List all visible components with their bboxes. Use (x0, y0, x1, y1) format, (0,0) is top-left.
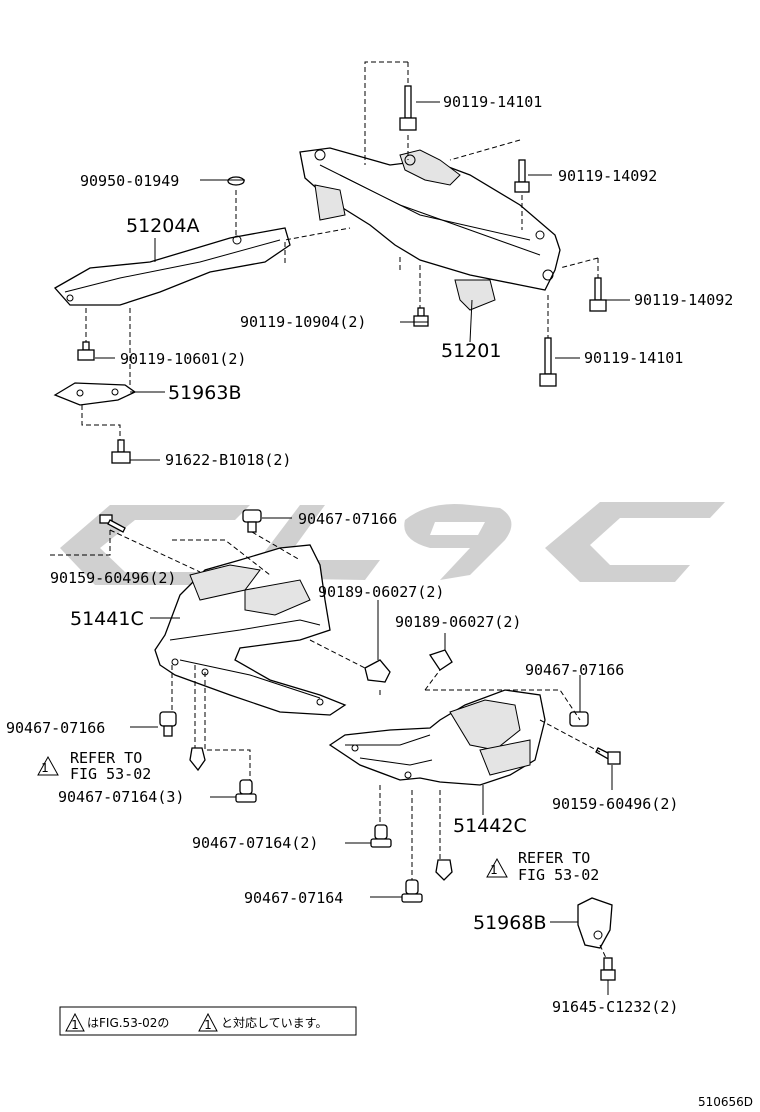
note-mark-1: 1 (71, 1018, 79, 1032)
fastener-glyphs-lower (99, 509, 621, 981)
label-90119-10904: 90119-10904(2) (240, 313, 366, 331)
label-51968B: 51968B (473, 912, 546, 934)
footer-code: 510656D (698, 1095, 753, 1109)
note-mark-2: 1 (204, 1018, 212, 1032)
label-90467-07164-3: 90467-07164(3) (58, 788, 184, 806)
cross-reference-note: 1 はFIG.53-02の 1 と対応しています。 (59, 1006, 357, 1036)
label-90467-07166-a: 90467-07166 (298, 510, 397, 528)
label-90119-10601: 90119-10601(2) (120, 350, 246, 368)
label-91645-C1232: 91645-C1232(2) (552, 998, 678, 1016)
refer-left-mark: 1 (41, 761, 49, 775)
label-51201: 51201 (441, 340, 501, 362)
label-51441C: 51441C (70, 608, 144, 630)
label-51442C: 51442C (453, 815, 527, 837)
engine-cover-51442C (328, 689, 546, 786)
refer-right-line2: FIG 53-02 (518, 866, 599, 884)
warning-triangle-icon (65, 1012, 85, 1032)
warning-triangle-icon (37, 755, 59, 776)
warning-triangle-icon (198, 1012, 218, 1032)
label-90159-60496-a: 90159-60496(2) (50, 569, 176, 587)
label-91622-B1018: 91622-B1018(2) (165, 451, 291, 469)
warning-triangle-icon (486, 857, 508, 878)
brace-51204A (53, 227, 291, 306)
label-51963B: 51963B (168, 382, 241, 404)
label-90119-14101-top: 90119-14101 (443, 93, 542, 111)
note-text-after: と対応しています。 (221, 1016, 327, 1030)
label-90189-06027-b: 90189-06027(2) (395, 613, 521, 631)
bracket-51968B (577, 897, 613, 949)
label-90159-60496-b: 90159-60496(2) (552, 795, 678, 813)
label-90119-14101-bot: 90119-14101 (584, 349, 683, 367)
label-90467-07166-b: 90467-07166 (525, 661, 624, 679)
refer-left-line1: REFER TO (70, 749, 142, 767)
label-90119-14092-a: 90119-14092 (558, 167, 657, 185)
note-text-before: はFIG.53-02の (87, 1016, 169, 1030)
plate-51963B (53, 382, 137, 406)
engine-cover-51441C (154, 544, 347, 716)
label-90467-07166-c: 90467-07166 (6, 719, 105, 737)
crossmember-51201 (299, 147, 561, 311)
bolt-glyphs-upper (77, 85, 607, 464)
label-51204A: 51204A (126, 215, 199, 237)
label-90950-01949: 90950-01949 (80, 172, 179, 190)
leader-lines-lower (50, 517, 613, 995)
label-90119-14092-b: 90119-14092 (634, 291, 733, 309)
leader-lines-upper (81, 61, 630, 461)
refer-left-line2: FIG 53-02 (70, 765, 151, 783)
label-90467-07164-2: 90467-07164(2) (192, 834, 318, 852)
label-90189-06027-a: 90189-06027(2) (318, 583, 444, 601)
refer-note-left: 1 REFER TO FIG 53-02 (37, 749, 151, 783)
label-90467-07164: 90467-07164 (244, 889, 343, 907)
refer-right-mark: 1 (490, 863, 498, 877)
refer-right-line1: REFER TO (518, 849, 590, 867)
refer-note-right: 1 REFER TO FIG 53-02 (486, 849, 599, 884)
